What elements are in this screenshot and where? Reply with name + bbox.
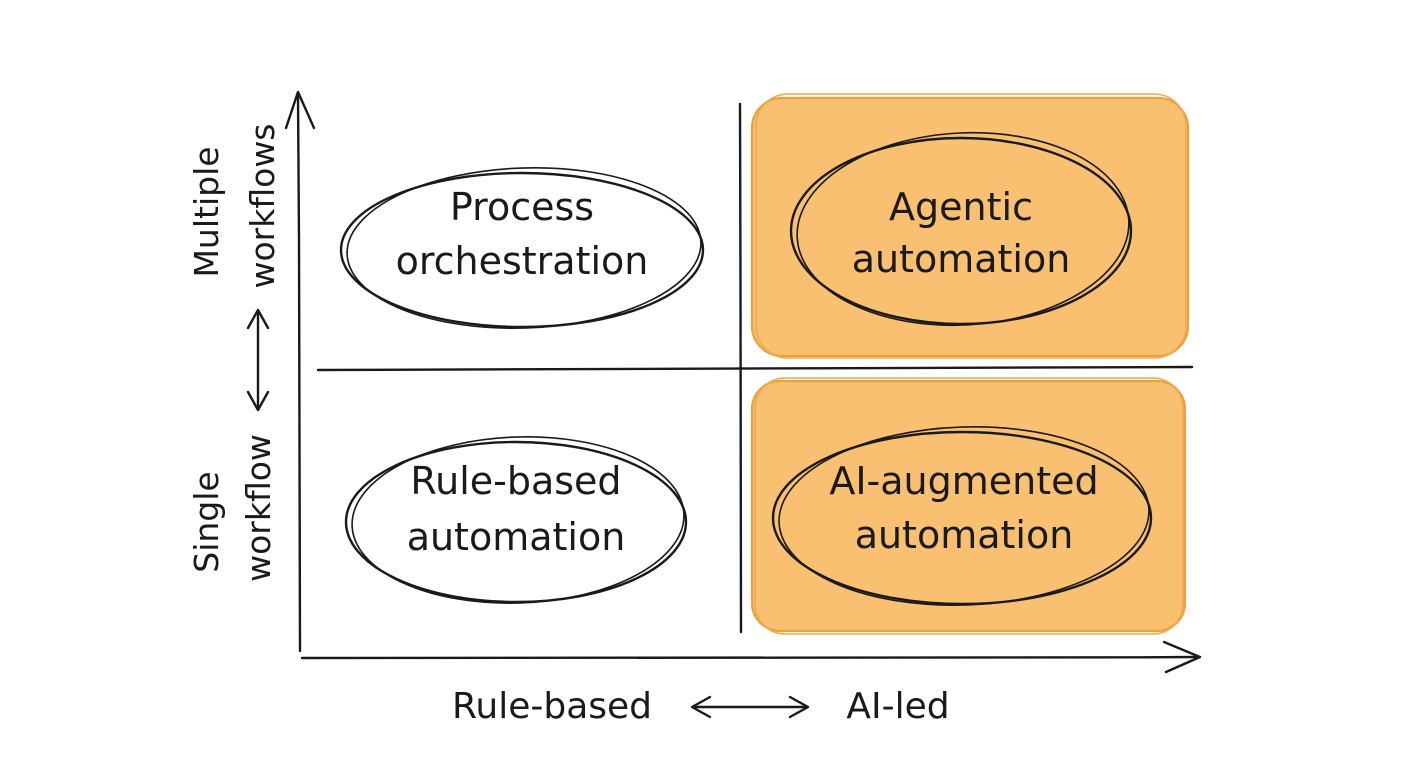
ellipse-process-orchestration	[339, 167, 705, 329]
quadrant-bottom-left-line1: Rule-based	[410, 459, 621, 503]
y-axis-bottom-label-line1: Single	[187, 471, 226, 572]
quadrant-top-left-line1: Process	[450, 185, 594, 229]
highlight-top-right	[750, 93, 1190, 359]
ellipse-ai-augmented-automation	[771, 426, 1153, 606]
y-axis	[284, 90, 316, 653]
y-axis-top-label-line2: workflows	[243, 123, 282, 288]
ellipse-rule-based-automation	[344, 436, 688, 604]
double-arrow-icon	[690, 695, 810, 719]
quadrant-bottom-left-line2: automation	[407, 515, 626, 559]
quadrant-dividers	[316, 102, 1194, 634]
double-arrow-icon	[246, 308, 270, 412]
quadrant-top-left-line2: orchestration	[396, 239, 649, 283]
y-axis-bottom-label-line2: workflow	[239, 434, 278, 582]
quadrant-bottom-right-line2: automation	[855, 513, 1074, 557]
highlight-bottom-right	[750, 377, 1187, 635]
x-axis	[300, 640, 1202, 674]
ellipse-agentic-automation	[789, 131, 1133, 327]
quadrant-top-right-line2: automation	[852, 237, 1071, 281]
quadrant-bottom-right-line1: AI-augmented	[829, 459, 1098, 503]
quadrant-top-right-line1: Agentic	[889, 185, 1033, 229]
x-axis-right-label: AI-led	[846, 686, 949, 727]
x-axis-left-label: Rule-based	[452, 686, 652, 727]
y-axis-top-label-line1: Multiple	[187, 146, 226, 277]
